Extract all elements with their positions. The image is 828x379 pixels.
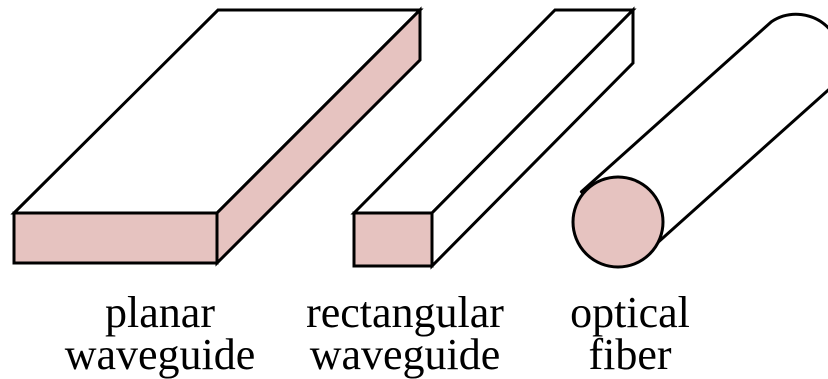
optical-fiber-label: optical fiber xyxy=(545,288,715,379)
planar-waveguide-label: planar waveguide xyxy=(60,288,260,379)
planar-label-line1: planar xyxy=(105,288,215,337)
optical-fiber-shape xyxy=(571,12,828,269)
planar-waveguide-shape xyxy=(10,6,424,267)
rectangular-label-line2: waveguide xyxy=(309,330,501,379)
rectangular-waveguide-label: rectangular waveguide xyxy=(300,288,510,379)
planar-label-line2: waveguide xyxy=(64,330,256,379)
fiber-label-line1: optical xyxy=(570,288,690,337)
rectangular-waveguide-shape xyxy=(350,6,637,270)
rectangular-label-line1: rectangular xyxy=(306,288,504,337)
rectangular-front-face xyxy=(352,211,434,268)
fiber-label-line2: fiber xyxy=(588,330,672,379)
planar-front-face xyxy=(12,211,219,265)
fiber-core-end xyxy=(571,175,665,269)
